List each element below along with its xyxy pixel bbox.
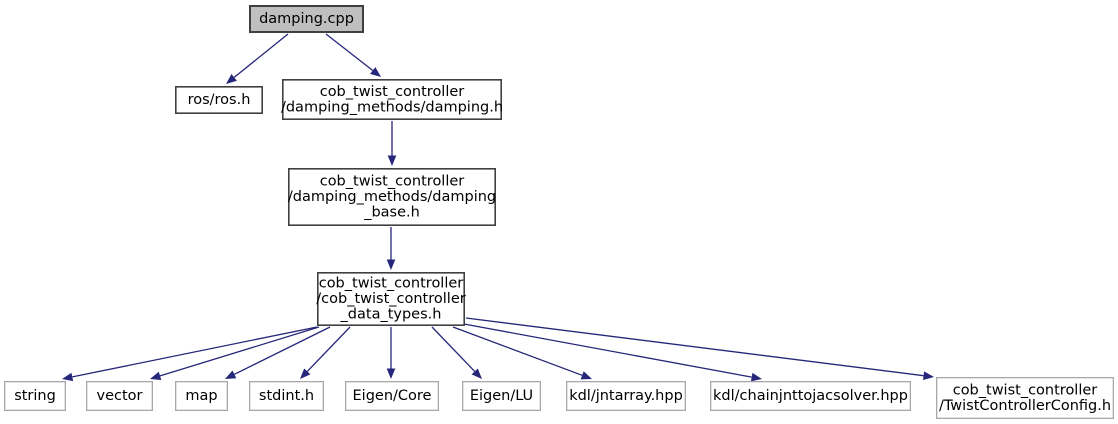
arrow-head-icon xyxy=(386,368,396,379)
arrow-head-icon xyxy=(225,370,237,379)
arrow-head-icon xyxy=(370,67,381,77)
node-box[interactable] xyxy=(4,380,67,411)
node-label-line: cob_twist_controller xyxy=(320,84,465,100)
node-box[interactable] xyxy=(174,380,228,411)
node-twist-controller-config-h[interactable]: cob_twist_controller/TwistControllerConf… xyxy=(936,376,1115,419)
node-label-line: ros/ros.h xyxy=(188,92,251,108)
arrow-head-icon xyxy=(386,259,396,270)
node-damping-cpp[interactable]: damping.cpp xyxy=(249,5,364,33)
edge-line xyxy=(233,33,289,78)
node-label-line: /damping_methods/damping.h xyxy=(281,99,503,115)
node-label-line: _base.h xyxy=(363,205,420,221)
arrow-head-icon xyxy=(923,371,934,380)
edge-data-types-h-to-eigen-core xyxy=(386,327,396,379)
edge-damping-h-to-damping-base-h xyxy=(387,121,397,166)
node-label-line: map xyxy=(185,388,217,404)
node-label-line: Eigen/LU xyxy=(470,388,533,404)
node-label-line: kdl/chainjnttojacsolver.hpp xyxy=(713,388,908,404)
node-label-line: _data_types.h xyxy=(340,307,442,323)
node-box[interactable] xyxy=(566,380,687,411)
arrow-head-icon xyxy=(300,368,311,379)
node-kdl-jntarray-hpp[interactable]: kdl/jntarray.hpp xyxy=(566,380,687,411)
arrow-head-icon xyxy=(580,371,592,380)
arrow-head-icon xyxy=(226,74,237,84)
node-string[interactable]: string xyxy=(4,380,67,411)
node-label-line: Eigen/Core xyxy=(353,388,432,404)
node-box[interactable] xyxy=(248,380,324,411)
node-label-line: /damping_methods/damping xyxy=(288,189,496,205)
edge-data-types-h-to-vector xyxy=(150,326,320,381)
node-box[interactable] xyxy=(316,271,465,326)
node-box[interactable] xyxy=(86,380,153,411)
node-box[interactable] xyxy=(461,380,541,411)
node-label-line: cob_twist_controller xyxy=(320,174,465,190)
node-ros-ros-h[interactable]: ros/ros.h xyxy=(175,86,264,115)
node-label-line: damping.cpp xyxy=(259,11,354,27)
node-damping-base-h[interactable]: cob_twist_controller/damping_methods/dam… xyxy=(287,168,496,227)
arrow-head-icon xyxy=(387,155,397,166)
edge-damping-cpp-to-damping-h xyxy=(325,33,381,77)
node-box[interactable] xyxy=(936,376,1115,419)
edge-data-types-h-to-twist-controller-config xyxy=(465,317,934,380)
edge-line xyxy=(72,326,318,378)
node-label-line: /cob_twist_controller xyxy=(316,291,465,307)
node-stdint-h[interactable]: stdint.h xyxy=(248,380,324,411)
node-vector[interactable]: vector xyxy=(86,380,153,411)
arrow-head-icon xyxy=(150,371,162,381)
node-label-line: vector xyxy=(97,388,143,404)
edge-line xyxy=(463,323,752,378)
edge-line xyxy=(159,326,320,377)
node-box[interactable] xyxy=(175,86,264,115)
node-label-line: string xyxy=(14,388,56,404)
edge-data-types-h-to-kdl-chainjnttojacsolver xyxy=(463,323,762,382)
edge-data-types-h-to-string xyxy=(62,326,318,382)
edges-layer xyxy=(62,33,934,382)
nodes-layer: damping.cpp ros/ros.h cob_twist_controller… xyxy=(4,5,1115,419)
node-map[interactable]: map xyxy=(174,380,228,411)
edge-line xyxy=(452,326,583,376)
edge-data-types-h-to-kdl-jntarray xyxy=(452,326,592,380)
arrow-head-icon xyxy=(62,372,74,382)
arrow-head-icon xyxy=(750,372,762,382)
node-label-line: stdint.h xyxy=(259,388,314,404)
node-damping-h[interactable]: cob_twist_controller/damping_methods/dam… xyxy=(281,79,503,121)
edge-line xyxy=(234,326,331,375)
node-box[interactable] xyxy=(287,168,496,227)
edge-data-types-h-to-map xyxy=(225,326,331,379)
node-eigen-lu[interactable]: Eigen/LU xyxy=(461,380,541,411)
node-box[interactable] xyxy=(710,380,912,411)
edge-line xyxy=(431,326,476,372)
node-eigen-core[interactable]: Eigen/Core xyxy=(344,380,439,411)
node-cob-twist-controller-data-types-h[interactable]: cob_twist_controller/cob_twist_controlle… xyxy=(316,271,466,326)
edge-line xyxy=(306,326,351,372)
edge-data-types-h-to-eigen-lu xyxy=(431,326,482,379)
node-label-line: cob_twist_controller xyxy=(319,276,464,292)
node-label-line: kdl/jntarray.hpp xyxy=(569,388,683,404)
edge-line xyxy=(465,317,924,377)
edge-damping-base-h-to-data-types-h xyxy=(386,227,396,270)
edge-line xyxy=(325,33,374,72)
node-label-line: cob_twist_controller xyxy=(953,382,1098,398)
node-box[interactable] xyxy=(344,380,439,411)
edge-damping-cpp-to-ros-ros-h xyxy=(226,33,289,84)
node-box[interactable] xyxy=(281,79,502,121)
node-label-line: /TwistControllerConfig.h xyxy=(939,398,1111,414)
node-box[interactable] xyxy=(249,5,364,33)
node-kdl-chainjnttojacsolver-hpp[interactable]: kdl/chainjnttojacsolver.hpp xyxy=(710,380,912,411)
edge-data-types-h-to-stdint-h xyxy=(300,326,351,379)
arrow-head-icon xyxy=(471,368,482,379)
